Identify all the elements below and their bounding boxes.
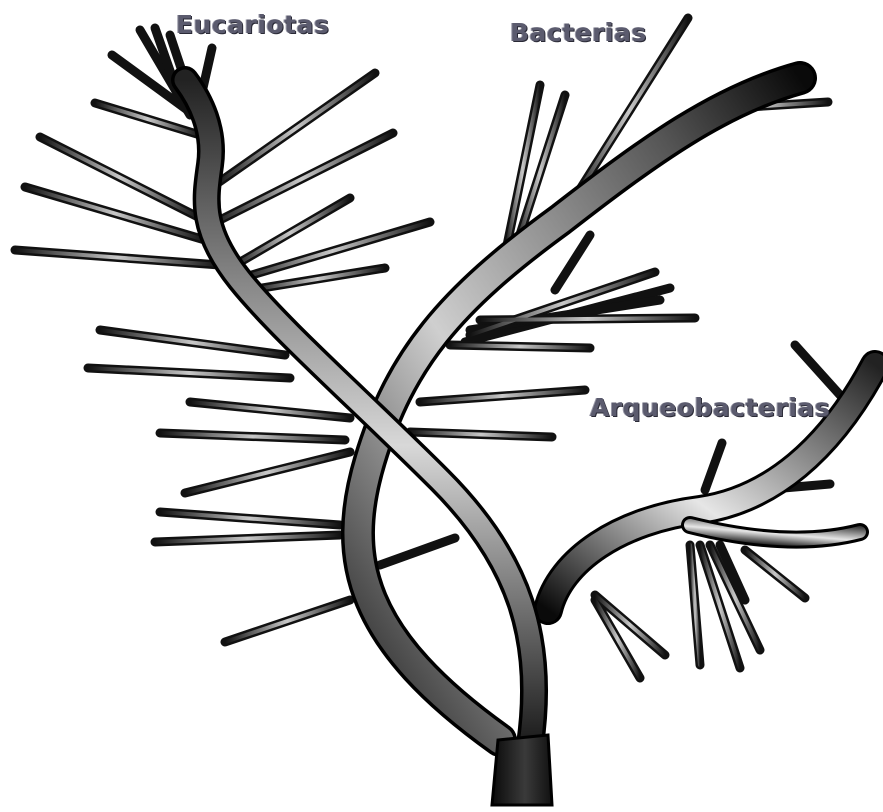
label-bacteria: Bacterias — [510, 18, 647, 47]
label-archaea: Arqueobacterias — [590, 393, 830, 422]
label-eukaryotes: Eucariotas — [176, 10, 329, 39]
